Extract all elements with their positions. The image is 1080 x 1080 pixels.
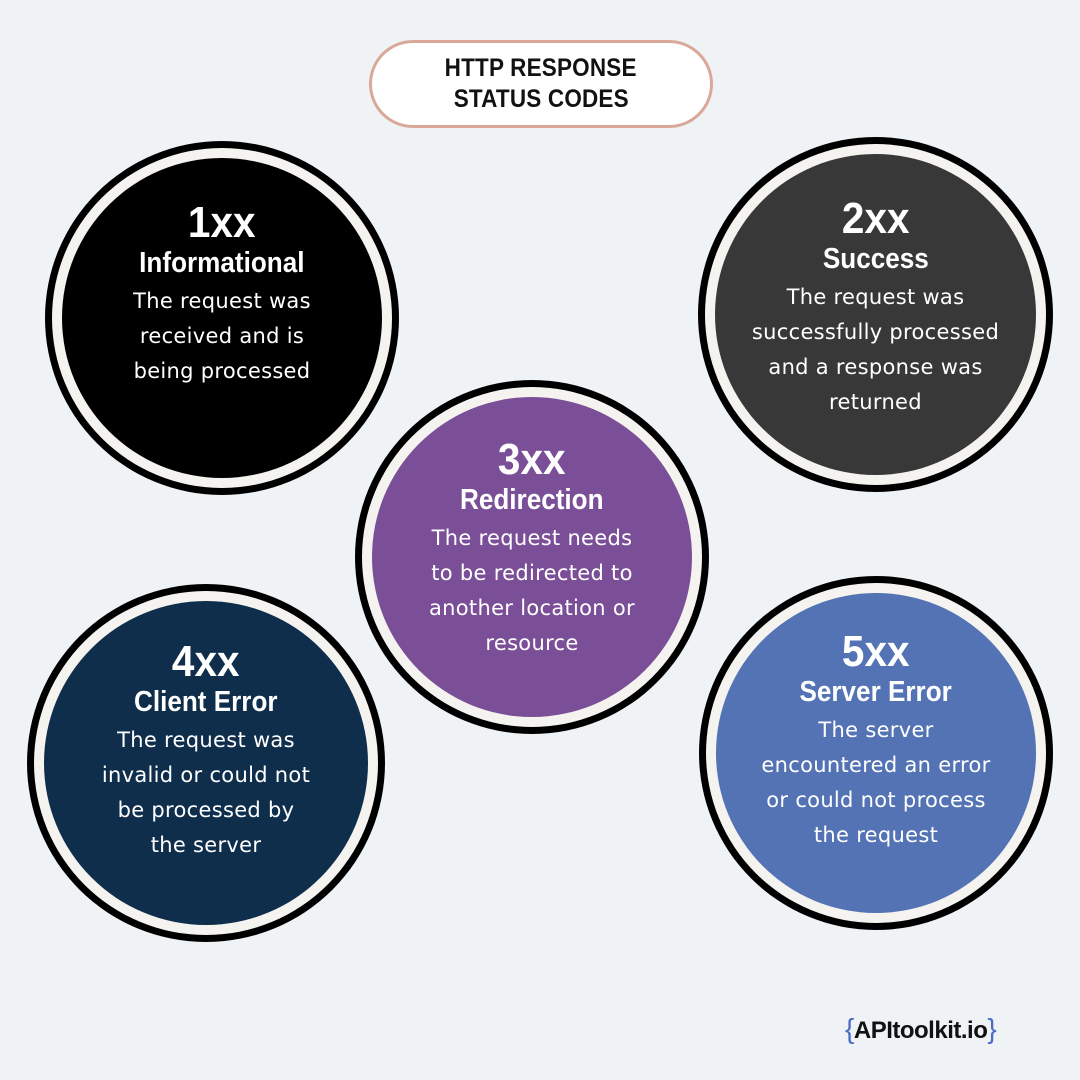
status-circle-5xx: 5xx Server Error The server encountered …	[699, 576, 1053, 930]
circle-fill: 5xx Server Error The server encountered …	[716, 593, 1036, 913]
title-line-1: HTTP RESPONSE	[445, 54, 637, 82]
status-category: Informational	[139, 247, 305, 279]
status-category: Server Error	[799, 676, 953, 708]
status-circle-4xx: 4xx Client Error The request was invalid…	[27, 584, 385, 942]
status-circle-3xx: 3xx Redirection The request needs to be …	[355, 380, 709, 734]
status-description: The request was successfully processed a…	[751, 285, 1000, 414]
status-circle-1xx: 1xx Informational The request was receiv…	[45, 141, 399, 495]
status-description: The request was received and is being pr…	[133, 289, 311, 383]
status-code: 2xx	[841, 194, 910, 243]
logo-text: APItoolkit.io	[853, 1017, 988, 1044]
status-description: The server encountered an error or could…	[761, 718, 991, 847]
status-circle-2xx: 2xx Success The request was successfully…	[698, 137, 1053, 492]
status-description: The request was invalid or could not be …	[101, 728, 311, 857]
status-category: Success	[822, 243, 929, 275]
apitoolkit-logo: {APItoolkit.io}	[845, 1012, 997, 1048]
open-brace-icon: {	[845, 1013, 854, 1044]
status-category: Client Error	[134, 686, 278, 718]
status-description: The request needs to be redirected to an…	[429, 526, 635, 655]
circle-fill: 3xx Redirection The request needs to be …	[372, 397, 692, 717]
status-code: 1xx	[188, 198, 256, 247]
title-banner: HTTP RESPONSE STATUS CODES	[369, 40, 713, 128]
status-code: 3xx	[498, 435, 566, 484]
status-code: 5xx	[842, 627, 910, 676]
circle-fill: 2xx Success The request was successfully…	[715, 154, 1036, 475]
status-category: Redirection	[460, 484, 604, 516]
title-line-2: STATUS CODES	[453, 85, 629, 113]
status-code: 4xx	[172, 637, 240, 686]
circle-fill: 1xx Informational The request was receiv…	[62, 158, 382, 478]
close-brace-icon: }	[987, 1013, 997, 1044]
circle-fill: 4xx Client Error The request was invalid…	[44, 601, 368, 925]
